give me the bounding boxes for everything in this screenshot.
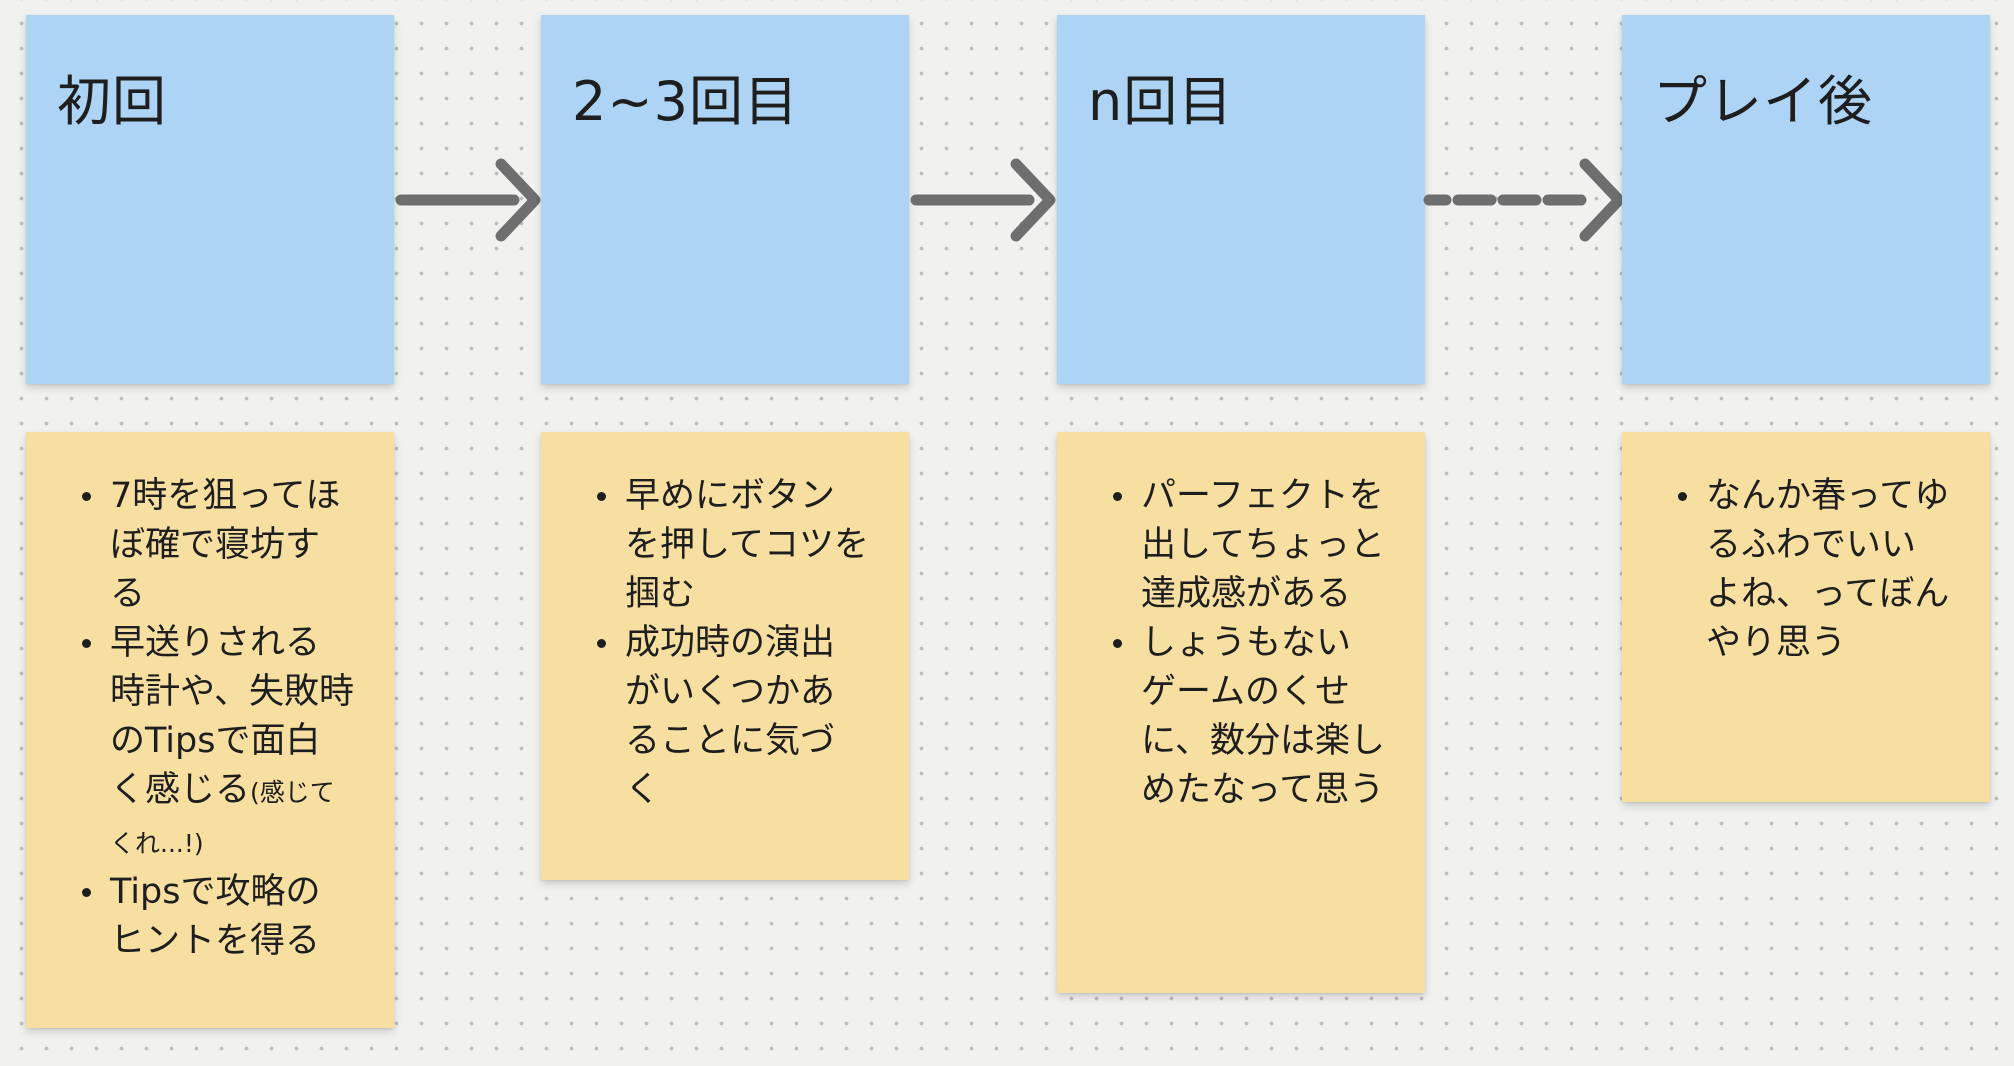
bullet-item: 成功時の演出がいくつかあることに気づく <box>597 619 869 815</box>
sticky-note-details-2[interactable]: 早めにボタンを押してコツを掴む 成功時の演出がいくつかあることに気づく <box>541 432 909 880</box>
bullet-item: なんか春ってゆるふわでいいよね、ってぼんやり思う <box>1678 472 1950 668</box>
bullet-item: パーフェクトを出してちょっと達成感がある <box>1113 472 1385 619</box>
bullet-item: 早めにボタンを押してコツを掴む <box>597 472 869 619</box>
bullet-list: 早めにボタンを押してコツを掴む 成功時の演出がいくつかあることに気づく <box>541 432 909 815</box>
bullet-item: 早送りされる時計や、失敗時のTipsで面白く感じる(感じてくれ...!) <box>82 619 354 868</box>
bullet-item: しょうもないゲームのくせに、数分は楽しめたなって思う <box>1113 619 1385 815</box>
sticky-note-stage-1[interactable]: 初回 <box>26 15 394 384</box>
sticky-note-stage-3[interactable]: n回目 <box>1057 15 1425 384</box>
sticky-note-stage-2[interactable]: 2~3回目 <box>541 15 909 384</box>
sticky-note-stage-4[interactable]: プレイ後 <box>1622 15 1990 384</box>
note-title: n回目 <box>1088 70 1234 133</box>
note-title: 2~3回目 <box>572 70 799 133</box>
bullet-item-small-note: (感じてくれ...!) <box>110 778 335 858</box>
bullet-list: パーフェクトを出してちょっと達成感がある しょうもないゲームのくせに、数分は楽し… <box>1057 432 1425 815</box>
flow-arrow-2[interactable] <box>910 155 1058 245</box>
bullet-item: Tipsで攻略のヒントを得る <box>82 868 354 966</box>
flow-arrow-3[interactable] <box>1423 155 1627 245</box>
bullet-list: なんか春ってゆるふわでいいよね、ってぼんやり思う <box>1622 432 1990 668</box>
note-title: 初回 <box>57 70 167 133</box>
sticky-note-details-1[interactable]: 7時を狙ってほぼ確で寝坊する 早送りされる時計や、失敗時のTipsで面白く感じる… <box>26 432 394 1028</box>
bullet-list: 7時を狙ってほぼ確で寝坊する 早送りされる時計や、失敗時のTipsで面白く感じる… <box>26 432 394 966</box>
flow-arrow-1[interactable] <box>395 155 543 245</box>
note-title: プレイ後 <box>1653 70 1873 133</box>
sticky-note-details-3[interactable]: パーフェクトを出してちょっと達成感がある しょうもないゲームのくせに、数分は楽し… <box>1057 432 1425 993</box>
bullet-item: 7時を狙ってほぼ確で寝坊する <box>82 472 354 619</box>
sticky-note-details-4[interactable]: なんか春ってゆるふわでいいよね、ってぼんやり思う <box>1622 432 1990 802</box>
